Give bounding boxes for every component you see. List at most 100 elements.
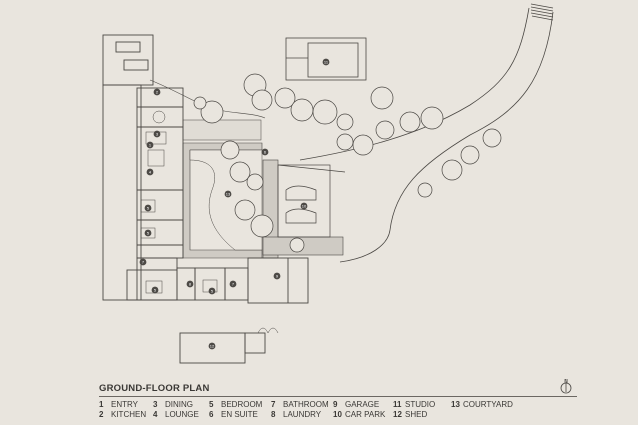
room-marker-dot bbox=[151, 286, 159, 294]
room-marker-dot bbox=[261, 148, 269, 156]
room-marker-number: 5 bbox=[147, 231, 150, 236]
house-walls bbox=[102, 34, 309, 364]
legend-divider bbox=[99, 396, 577, 397]
room-marker-number: 13 bbox=[226, 192, 231, 197]
room-marker-number: 5 bbox=[147, 206, 150, 211]
room-marker: 1 bbox=[146, 141, 154, 149]
room-marker: 6 bbox=[261, 148, 269, 156]
room-marker-dot bbox=[229, 280, 237, 288]
room-marker-number: 9 bbox=[276, 274, 279, 279]
room-marker: 7 bbox=[139, 258, 147, 266]
legend-item: 4 LOUNGE bbox=[153, 410, 209, 420]
room-marker-number: 1 bbox=[149, 143, 152, 148]
room-marker: 3 bbox=[153, 130, 161, 138]
legend-item-label: LOUNGE bbox=[165, 410, 199, 419]
legend-item-number: 9 bbox=[333, 400, 338, 409]
legend-item-label: BEDROOM bbox=[221, 400, 263, 409]
legend-item-label: EN SUITE bbox=[221, 410, 258, 419]
legend: 1 ENTRY 2 KITCHEN 3 DINING 4 LOUNGE 5 BEDROOM 6 EN … bbox=[99, 400, 531, 420]
legend-item-number: 2 bbox=[99, 410, 104, 419]
legend-item-label: STUDIO bbox=[405, 400, 436, 409]
room-marker-number: 10 bbox=[302, 204, 307, 209]
legend-item-label: LAUNDRY bbox=[283, 410, 322, 419]
room-marker-dot bbox=[153, 130, 161, 138]
room-marker-number: 2 bbox=[156, 90, 159, 95]
room-marker-dot bbox=[322, 58, 330, 66]
legend-item-number: 1 bbox=[99, 400, 104, 409]
room-marker-number: 7 bbox=[232, 282, 235, 287]
legend-item: 5 BEDROOM bbox=[209, 400, 271, 410]
legend-item-number: 11 bbox=[393, 400, 402, 409]
room-marker-dot bbox=[208, 287, 216, 295]
car-park-canopy bbox=[277, 164, 346, 238]
room-marker-number: 12 bbox=[210, 344, 215, 349]
room-marker: 7 bbox=[229, 280, 237, 288]
legend-item-label: CAR PARK bbox=[345, 410, 386, 419]
room-marker: 5 bbox=[208, 287, 216, 295]
room-marker-dot bbox=[146, 141, 154, 149]
legend-item: 9 GARAGE bbox=[333, 400, 393, 410]
room-marker: 13 bbox=[224, 190, 232, 198]
room-marker-number: 11 bbox=[324, 60, 329, 65]
legend-item-number: 7 bbox=[271, 400, 276, 409]
room-marker: 9 bbox=[273, 272, 281, 280]
legend-item: 8 LAUNDRY bbox=[271, 410, 333, 420]
room-marker: 8 bbox=[186, 280, 194, 288]
room-markers: 11 2 3 4 1 13 10 9 5 5 7 5 8 5 7 6 12 bbox=[139, 58, 330, 350]
room-marker-number: 7 bbox=[142, 260, 145, 265]
legend-item-number: 3 bbox=[153, 400, 158, 409]
room-marker: 5 bbox=[151, 286, 159, 294]
legend-item: 7 BATHROOM bbox=[271, 400, 333, 410]
room-marker-dot bbox=[146, 168, 154, 176]
room-marker: 4 bbox=[146, 168, 154, 176]
legend-item-number: 4 bbox=[153, 410, 158, 419]
room-marker-dot bbox=[273, 272, 281, 280]
room-marker-number: 8 bbox=[189, 282, 192, 287]
legend-item-number: 10 bbox=[333, 410, 342, 419]
room-marker: 5 bbox=[144, 229, 152, 237]
room-marker-dot bbox=[153, 88, 161, 96]
legend-title: GROUND-FLOOR PLAN bbox=[99, 383, 210, 394]
legend-item: 2 KITCHEN bbox=[99, 410, 153, 420]
room-marker-dot bbox=[224, 190, 232, 198]
legend-item: 1 ENTRY bbox=[99, 400, 153, 410]
legend-item: 6 EN SUITE bbox=[209, 410, 271, 420]
north-letter: N bbox=[564, 379, 568, 385]
legend-item-label: KITCHEN bbox=[111, 410, 147, 419]
room-marker-dot bbox=[144, 204, 152, 212]
room-marker-number: 4 bbox=[149, 170, 152, 175]
room-marker-dot bbox=[300, 202, 308, 210]
legend-item: 3 DINING bbox=[153, 400, 209, 410]
driveway bbox=[299, 7, 554, 263]
legend-item-label: GARAGE bbox=[345, 400, 380, 409]
legend-item-label: ENTRY bbox=[111, 400, 138, 409]
room-marker: 12 bbox=[208, 342, 216, 350]
room-marker: 11 bbox=[322, 58, 330, 66]
studio-building bbox=[285, 37, 367, 81]
room-marker-dot bbox=[144, 229, 152, 237]
legend-item-number: 13 bbox=[451, 400, 460, 409]
legend-item-number: 6 bbox=[209, 410, 214, 419]
room-marker-dot bbox=[208, 342, 216, 350]
road-end-stripes bbox=[530, 3, 554, 21]
north-arrow-icon: N bbox=[560, 379, 572, 394]
room-marker-number: 6 bbox=[264, 150, 267, 155]
room-marker-number: 5 bbox=[211, 289, 214, 294]
legend-item-label: COURTYARD bbox=[463, 400, 513, 409]
room-marker-number: 3 bbox=[156, 132, 159, 137]
legend-item-label: DINING bbox=[165, 400, 193, 409]
room-marker: 2 bbox=[153, 88, 161, 96]
legend-item-number: 5 bbox=[209, 400, 214, 409]
legend-item-label: BATHROOM bbox=[283, 400, 329, 409]
room-marker: 5 bbox=[144, 204, 152, 212]
room-marker-dot bbox=[139, 258, 147, 266]
room-marker: 10 bbox=[300, 202, 308, 210]
legend-item-number: 8 bbox=[271, 410, 276, 419]
legend-item-number: 12 bbox=[393, 410, 402, 419]
legend-item-label: SHED bbox=[405, 410, 428, 419]
